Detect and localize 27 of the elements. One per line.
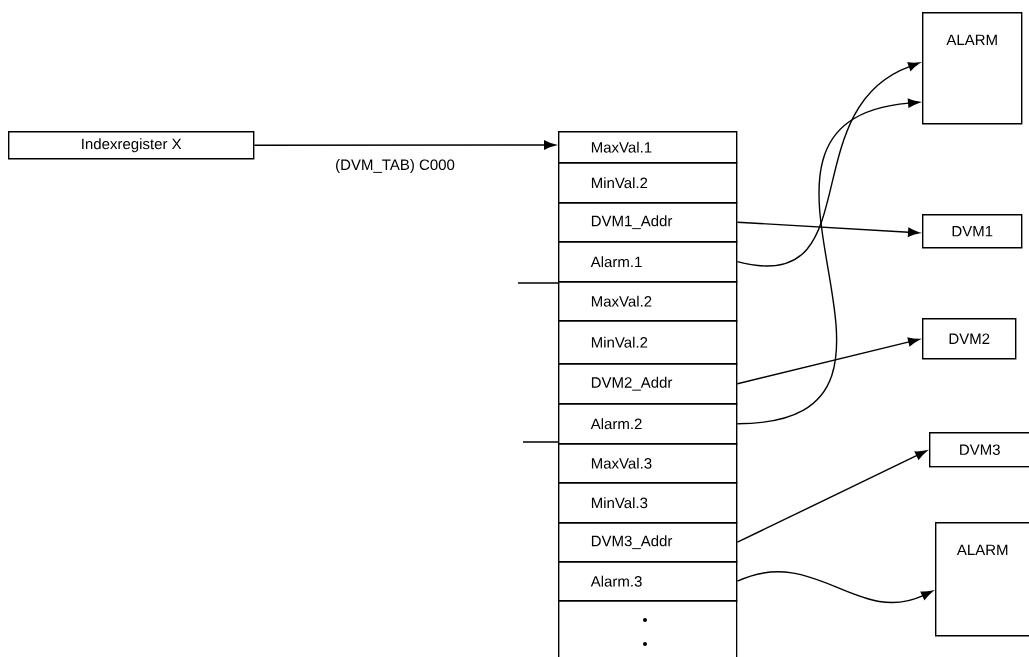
arrow — [736, 62, 920, 267]
register-box: Indexregister X — [8, 131, 255, 160]
table-cell: MinVal.3 — [558, 482, 738, 524]
table-cell: MaxVal.3 — [558, 443, 738, 484]
table-cell: Alarm.3 — [558, 561, 738, 602]
alarm-box: ALARM — [922, 12, 1023, 125]
arrow — [253, 140, 556, 150]
table-cell: DVM1_Addr — [558, 202, 738, 243]
table-cell — [558, 600, 738, 657]
arrow — [736, 98, 920, 425]
table-cell: DVM2_Addr — [558, 363, 738, 405]
arrow — [736, 337, 920, 385]
device-box: DVM1 — [922, 214, 1023, 249]
device-box: DVM2 — [922, 318, 1017, 360]
alarm-box: ALARM — [935, 522, 1029, 637]
arrow — [736, 571, 933, 604]
edge-label: (DVM_TAB) C000 — [334, 158, 456, 174]
table-cell: MinVal.2 — [558, 320, 738, 365]
arrow — [736, 450, 927, 543]
table-cell: Alarm.1 — [558, 241, 738, 283]
table-cell: MaxVal.1 — [558, 131, 738, 164]
table-cell: MinVal.2 — [558, 162, 738, 204]
table-cell: DVM3_Addr — [558, 522, 738, 563]
arrow — [736, 221, 920, 237]
table-cell: MaxVal.2 — [558, 281, 738, 322]
table-cell: Alarm.2 — [558, 403, 738, 445]
device-box: DVM3 — [929, 432, 1029, 468]
